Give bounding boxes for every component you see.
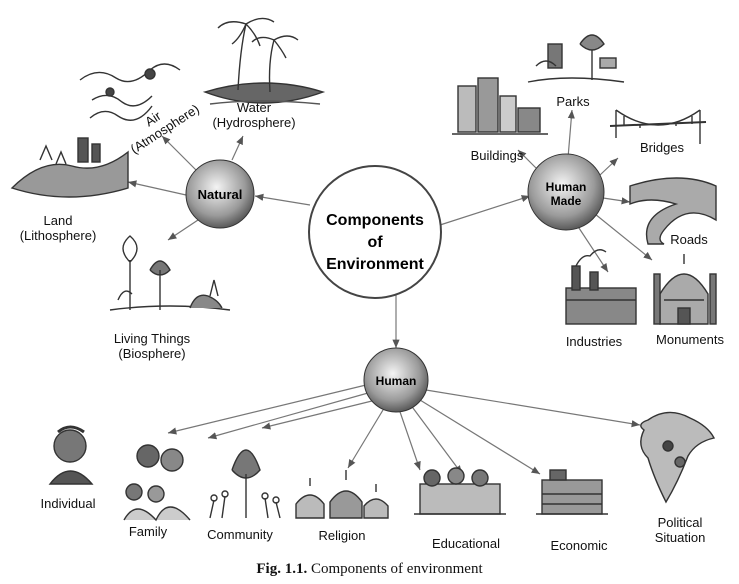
family-label: Family (128, 524, 168, 539)
parks-illustration (527, 34, 625, 83)
land-label: Land (Lithosphere) (8, 213, 108, 243)
air-illustration (79, 63, 181, 121)
economic-label: Economic (550, 538, 608, 553)
roads-label: Roads (670, 232, 708, 247)
individual-label: Individual (40, 496, 96, 511)
parks-label: Parks (556, 94, 590, 109)
community-label: Community (207, 527, 273, 542)
educational-label: Educational (432, 536, 500, 551)
individual-illustration (48, 425, 94, 485)
water-illustration (202, 17, 326, 105)
natural-hub (185, 159, 255, 229)
bridges-label: Bridges (639, 140, 685, 155)
center-title-line1: Components (326, 212, 424, 229)
human-made-hub-label: Human Made (528, 180, 604, 208)
connector-lines (127, 109, 653, 475)
center-title-line3: Environment (326, 256, 424, 273)
religion-label: Religion (318, 528, 366, 543)
political-situation-label: Political Situation (640, 515, 720, 545)
center-title: Components of Environment (309, 210, 441, 276)
land-label-line2: (Lithosphere) (19, 228, 97, 243)
figure-number: Fig. 1.1. (256, 561, 308, 577)
human-hub (363, 347, 429, 413)
center-title-line2: of (367, 234, 383, 251)
buildings-label: Buildings (470, 148, 524, 163)
water-label-line2: (Hydrosphere) (212, 115, 296, 130)
family-illustration (123, 444, 191, 522)
political-label-line2: Situation (654, 530, 706, 545)
educational-illustration (414, 467, 506, 515)
monuments-illustration (653, 254, 717, 325)
living-things-label: Living Things (Biosphere) (100, 331, 204, 361)
political-label-line1: Political (657, 515, 703, 530)
water-label-line1: Water (236, 100, 272, 115)
buildings-illustration (452, 77, 548, 135)
political-illustration (640, 411, 716, 504)
industries-label: Industries (565, 334, 623, 349)
religion-illustration (295, 470, 389, 519)
industries-illustration (565, 249, 637, 325)
roads-illustration (629, 177, 717, 245)
human-made-hub-label-line2: Made (550, 194, 582, 208)
human-made-hub-label-line1: Human (545, 180, 587, 194)
natural-hub-label: Natural (197, 187, 243, 202)
land-illustration (10, 137, 129, 198)
water-label: Water (Hydrosphere) (204, 100, 304, 130)
economic-illustration (536, 469, 608, 515)
community-illustration (209, 449, 281, 519)
land-label-line1: Land (43, 213, 73, 228)
monuments-label: Monuments (656, 332, 724, 347)
living-things-label-line2: (Biosphere) (118, 346, 186, 361)
figure-caption-text: Components of environment (310, 561, 483, 577)
figure-caption: Fig. 1.1. Components of environment (0, 561, 739, 578)
living-things-illustration (109, 235, 231, 311)
human-hub-label: Human (375, 374, 417, 388)
human-made-hub (527, 153, 605, 231)
bridges-illustration (609, 109, 707, 144)
center-circle (308, 165, 442, 299)
living-things-label-line1: Living Things (113, 331, 191, 346)
